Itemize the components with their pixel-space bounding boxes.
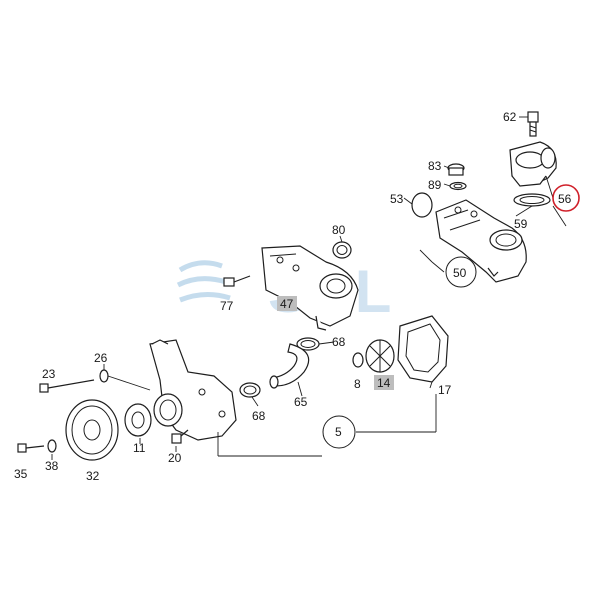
label-56-highlight-circle — [552, 184, 580, 212]
part-53-cap — [411, 192, 433, 218]
label-65: 65 — [294, 395, 308, 409]
label-50: 50 — [453, 266, 467, 280]
label-5: 5 — [335, 425, 342, 439]
label-35: 35 — [14, 467, 28, 481]
label-80: 80 — [332, 223, 346, 237]
label-20: 20 — [168, 451, 182, 465]
part-26-washer — [99, 369, 109, 383]
part-23-bolt — [39, 379, 95, 393]
label-56: 56 — [558, 192, 572, 206]
part-80-oring — [332, 241, 352, 259]
label-17: 17 — [438, 383, 452, 397]
label-32: 32 — [86, 469, 100, 483]
label-47: 47 — [280, 297, 294, 311]
part-59-thermostat — [513, 193, 551, 207]
label-68-upper: 68 — [332, 335, 346, 349]
part-77-bolt — [223, 275, 251, 287]
label-11: 11 — [133, 441, 146, 455]
label-26: 26 — [94, 351, 108, 365]
part-14-impeller — [365, 339, 395, 373]
label-62: 62 — [503, 110, 517, 124]
part-89-washer — [449, 181, 467, 191]
part-56-thermostat-housing — [509, 141, 557, 187]
part-17-gasket — [397, 315, 449, 383]
part-83-plug — [447, 163, 465, 176]
part-65-hose — [269, 343, 310, 389]
watermark-logo-icon — [176, 260, 231, 303]
part-47-housing — [261, 245, 359, 331]
label-77: 77 — [220, 299, 234, 313]
part-5-water-pump — [149, 339, 237, 441]
part-32-pulley — [65, 399, 119, 461]
label-83: 83 — [428, 159, 442, 173]
part-62-bolt — [527, 111, 539, 137]
label-53: 53 — [390, 192, 404, 206]
label-14-shade — [374, 375, 394, 390]
label-59: 59 — [514, 217, 528, 231]
label-8: 8 — [354, 377, 361, 391]
part-20-bolt — [171, 429, 189, 444]
part-11-hub — [124, 403, 152, 437]
leader-lines — [51, 116, 567, 460]
label-23: 23 — [42, 367, 56, 381]
label-50-circle — [445, 256, 477, 288]
label-14: 14 — [377, 376, 391, 390]
part-68-clamp-lower — [239, 382, 261, 398]
label-68-lower: 68 — [252, 409, 266, 423]
part-35-bolt — [17, 443, 45, 453]
label-5-circle — [322, 415, 356, 449]
label-89: 89 — [428, 178, 442, 192]
label-38: 38 — [45, 459, 59, 473]
part-50-coolant-housing — [435, 199, 527, 283]
part-38-washer — [47, 439, 57, 453]
part-8-seal — [352, 352, 364, 368]
label-47-shade — [277, 296, 297, 311]
